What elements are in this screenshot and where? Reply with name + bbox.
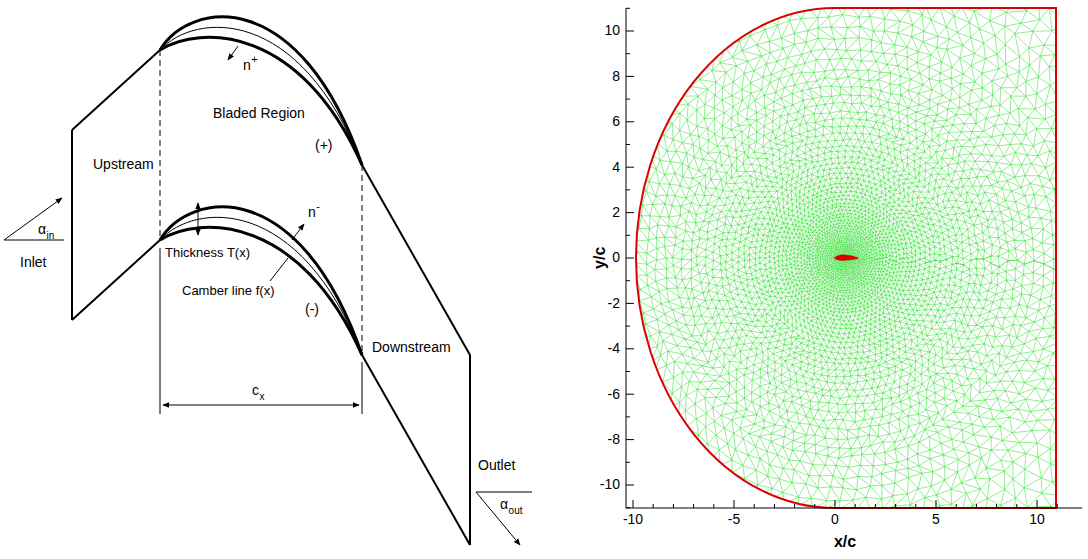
tick-label: 8 — [612, 69, 620, 84]
normal-arrow — [292, 224, 304, 240]
extension-line — [160, 248, 161, 414]
plot-axes — [626, 8, 1082, 508]
tick-label: -10 — [600, 477, 620, 492]
tick-label: 0 — [612, 250, 620, 265]
normal-symbol: n — [243, 58, 251, 73]
domain-boundary — [636, 8, 1056, 508]
symbol-index: out — [509, 505, 523, 516]
outlet-line — [469, 355, 471, 545]
part-label: Camber line f(x) — [182, 284, 274, 298]
region-label: Downstream — [372, 340, 451, 355]
symbol: α — [38, 222, 46, 237]
symbol-index: + — [251, 53, 257, 65]
airfoil — [835, 255, 857, 260]
tick-label: 10 — [604, 23, 620, 38]
region-label: Bladed Region — [213, 106, 305, 121]
tick-label: -6 — [608, 387, 620, 402]
tick-label: 6 — [612, 114, 620, 129]
tick-label: -5 — [728, 512, 740, 527]
region-label: (-) — [305, 302, 319, 317]
tick-label: -10 — [623, 512, 643, 527]
region-label: Upstream — [93, 157, 154, 172]
extension-line — [362, 362, 363, 414]
symbol-index: in — [47, 230, 55, 241]
thickness-arrow — [198, 203, 199, 235]
angle-reference — [4, 240, 64, 241]
region-label: Outlet — [478, 458, 515, 473]
tick-label: 0 — [831, 512, 839, 527]
tick-label: -4 — [608, 341, 620, 356]
upstream-line — [72, 240, 160, 320]
symbol: c — [252, 383, 259, 398]
triangular-mesh — [473, 0, 1088, 559]
part-label: Thickness T(x) — [165, 246, 250, 260]
symbol: α — [500, 497, 508, 512]
blade-pressure-surface — [160, 227, 362, 355]
dimension-arrow — [163, 405, 359, 406]
downstream-line — [362, 355, 470, 545]
axis-title: y/c — [591, 247, 609, 269]
blades — [160, 17, 362, 355]
tick-label: 5 — [932, 512, 940, 527]
blade-suction-surface — [160, 207, 362, 355]
region-label: Inlet — [20, 255, 46, 270]
tick-label: 10 — [1029, 512, 1045, 527]
tick-label: 2 — [612, 205, 620, 220]
inlet-flow-arrow — [4, 198, 62, 240]
camber-line — [160, 27, 362, 165]
mesh-region — [473, 0, 1088, 559]
upstream-line — [72, 50, 160, 130]
axis-title: x/c — [834, 533, 856, 551]
angle-reference — [476, 492, 532, 493]
annotations — [4, 46, 532, 545]
dashed-line — [362, 165, 363, 355]
outlet-flow-arrow — [476, 492, 520, 545]
region-label: (+) — [315, 138, 333, 153]
tick-label: 4 — [612, 160, 620, 175]
cascade-outline — [72, 50, 470, 545]
normal-arrow — [228, 46, 238, 60]
leader-line — [270, 258, 288, 281]
blade-suction-surface — [160, 17, 362, 165]
inlet-line — [71, 130, 73, 320]
symbol-index: - — [316, 200, 320, 212]
symbol-index: x — [260, 391, 265, 402]
downstream-line — [362, 165, 470, 355]
normal-symbol: n — [308, 205, 316, 220]
blade-pressure-surface — [160, 37, 362, 165]
camber-line — [160, 217, 362, 355]
tick-label: -2 — [608, 296, 620, 311]
dashed-line — [160, 50, 161, 240]
tick-label: -8 — [608, 432, 620, 447]
